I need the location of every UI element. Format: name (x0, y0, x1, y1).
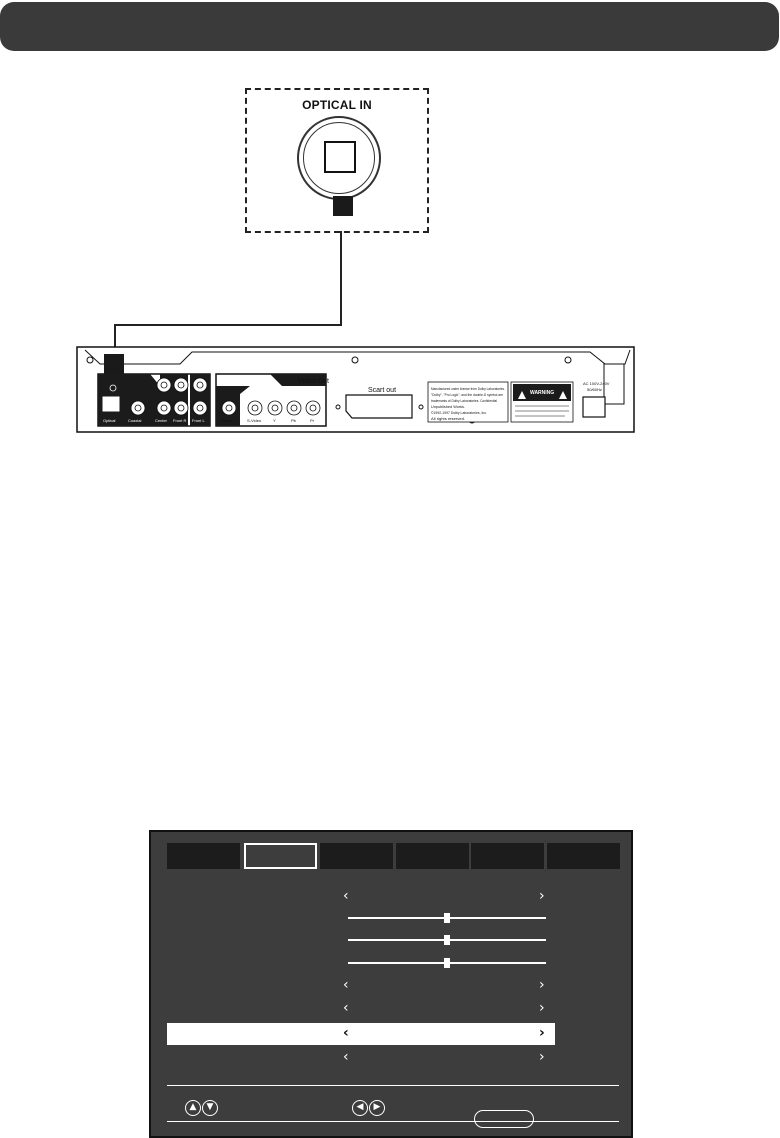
slider-track[interactable] (348, 958, 546, 968)
up-arrow-icon: ▲ (185, 1100, 201, 1116)
jack-label-pr: Pr (310, 418, 315, 423)
chevron-right-icon[interactable]: › (539, 888, 545, 904)
down-arrow-icon: ▼ (202, 1100, 218, 1116)
optical-cable-vertical-top (340, 231, 342, 326)
front-l-jack-center (196, 404, 204, 412)
osd-row-selector[interactable]: ‹ › (151, 974, 631, 996)
warning-triangle-icon (559, 391, 567, 399)
chevron-right-icon[interactable]: › (539, 1025, 545, 1041)
osd-tab-1[interactable] (167, 843, 240, 869)
dolby-notice-line: "Dolby", "Pro Logic", and the double-D s… (431, 392, 504, 397)
jack-label-front-r: Front R (173, 418, 186, 423)
section-header-bar (0, 2, 779, 51)
dolby-notice-line: ©1992-1997 Dolby Laboratories, Inc. (431, 410, 487, 415)
jack-label-video: Video (221, 418, 232, 423)
dolby-notice-line: All rights reserved. (431, 416, 465, 421)
warning-banner (513, 384, 571, 401)
osd-tab-4[interactable] (396, 843, 469, 869)
osd-tab-bar (167, 843, 621, 869)
warning-label: WARNING (530, 390, 554, 396)
video-block-dark-area (216, 374, 326, 426)
slider-knob[interactable] (444, 958, 450, 968)
power-socket (582, 396, 606, 418)
screw-icon (335, 404, 341, 410)
slider-track[interactable] (348, 913, 546, 923)
warning-triangle-icon (518, 391, 526, 399)
osd-footer-divider-top (167, 1085, 619, 1086)
jack-label-y: Y (273, 418, 276, 423)
osd-row-slider[interactable] (151, 906, 631, 928)
slider-knob[interactable] (444, 913, 450, 923)
screw-icon (86, 356, 94, 364)
osd-row-selector[interactable]: ‹ › (151, 997, 631, 1019)
jack-label-front-l: Front L (192, 418, 205, 423)
chevron-left-icon[interactable]: ‹ (343, 1049, 349, 1065)
y-jack-center (271, 404, 279, 412)
jack-label-coaxial: Coaxial (128, 418, 141, 423)
osd-row-slider[interactable] (151, 951, 631, 973)
jack-label-pb: Pb (291, 418, 297, 423)
front-r-jack-center (177, 404, 185, 412)
rca-jack-center (160, 381, 168, 389)
jack-label-s-video: S-Video (247, 418, 262, 423)
dvd-player-rear-panel: Optical Coaxial Center Front R Front L V… (76, 346, 635, 433)
chevron-left-icon[interactable]: ‹ (343, 977, 349, 993)
chevron-right-icon[interactable]: › (539, 977, 545, 993)
osd-setup-menu: ‹ › ‹ › ‹ › ‹ › ‹ › ▲ ▼ ◀ ▶ (149, 830, 633, 1138)
dolby-notice-box (427, 381, 509, 423)
slider-knob[interactable] (444, 935, 450, 945)
center-jack-center (160, 404, 168, 412)
right-arrow-icon: ▶ (369, 1100, 385, 1116)
chevron-right-icon[interactable]: › (539, 1000, 545, 1016)
osd-row-highlighted[interactable]: ‹ › (167, 1023, 555, 1045)
scart-out-label: Scart out (368, 387, 396, 394)
chevron-left-icon[interactable]: ‹ (343, 1000, 349, 1016)
optical-out-indicator-icon (109, 384, 117, 392)
optical-out-port (102, 396, 120, 412)
power-rating-label: AC 100V-240V (583, 381, 610, 386)
osd-tab-6[interactable] (547, 843, 620, 869)
slider-track[interactable] (348, 935, 546, 945)
scart-connector (345, 394, 413, 419)
pr-jack-center (309, 404, 317, 412)
screw-icon (418, 404, 424, 410)
osd-footer-divider-bottom (167, 1121, 619, 1122)
osd-row-slider[interactable] (151, 928, 631, 950)
jack-label-center: Center (155, 418, 168, 423)
osd-row-selector[interactable]: ‹ › (151, 1046, 631, 1068)
chevron-left-icon[interactable]: ‹ (343, 1025, 349, 1041)
osd-tab-5[interactable] (471, 843, 544, 869)
video-jack-center (225, 404, 233, 412)
chassis-right-step (603, 363, 625, 405)
pb-jack-center (290, 404, 298, 412)
oval-button-icon (474, 1110, 534, 1128)
dolby-notice-line: trademarks of Dolby Laboratories. Confid… (431, 398, 497, 403)
video-out-label: Video Out (298, 378, 329, 385)
osd-row-selector[interactable]: ‹ › (151, 885, 631, 907)
jack-label-optical: Optical (103, 418, 116, 423)
optical-jack-port (324, 141, 356, 173)
rca-jack-center (177, 381, 185, 389)
screw-icon (351, 356, 359, 364)
optical-in-receiver: OPTICAL IN (245, 88, 429, 233)
optical-jack-inner-ring (303, 122, 375, 194)
dolby-notice-line: Unpublished Works. (431, 404, 465, 409)
screw-icon (564, 356, 572, 364)
optical-cable-horizontal (114, 324, 342, 326)
osd-tab-3[interactable] (320, 843, 393, 869)
s-video-jack-center (251, 404, 259, 412)
power-rating-label: 50/60Hz (587, 387, 602, 392)
chevron-left-icon[interactable]: ‹ (343, 888, 349, 904)
optical-in-label: OPTICAL IN (302, 98, 372, 112)
optical-jack-ring (297, 116, 381, 200)
dolby-notice-line: Manufactured under license from Dolby La… (431, 386, 505, 391)
left-arrow-icon: ◀ (352, 1100, 368, 1116)
chevron-right-icon[interactable]: › (539, 1049, 545, 1065)
optical-cable-plug-bottom (104, 354, 124, 374)
optical-cable-vertical-bottom (114, 324, 116, 354)
rca-jack-center (196, 381, 204, 389)
osd-tab-2-active[interactable] (244, 843, 317, 869)
optical-cable-plug-top (333, 196, 353, 216)
coaxial-jack-center (134, 404, 142, 412)
